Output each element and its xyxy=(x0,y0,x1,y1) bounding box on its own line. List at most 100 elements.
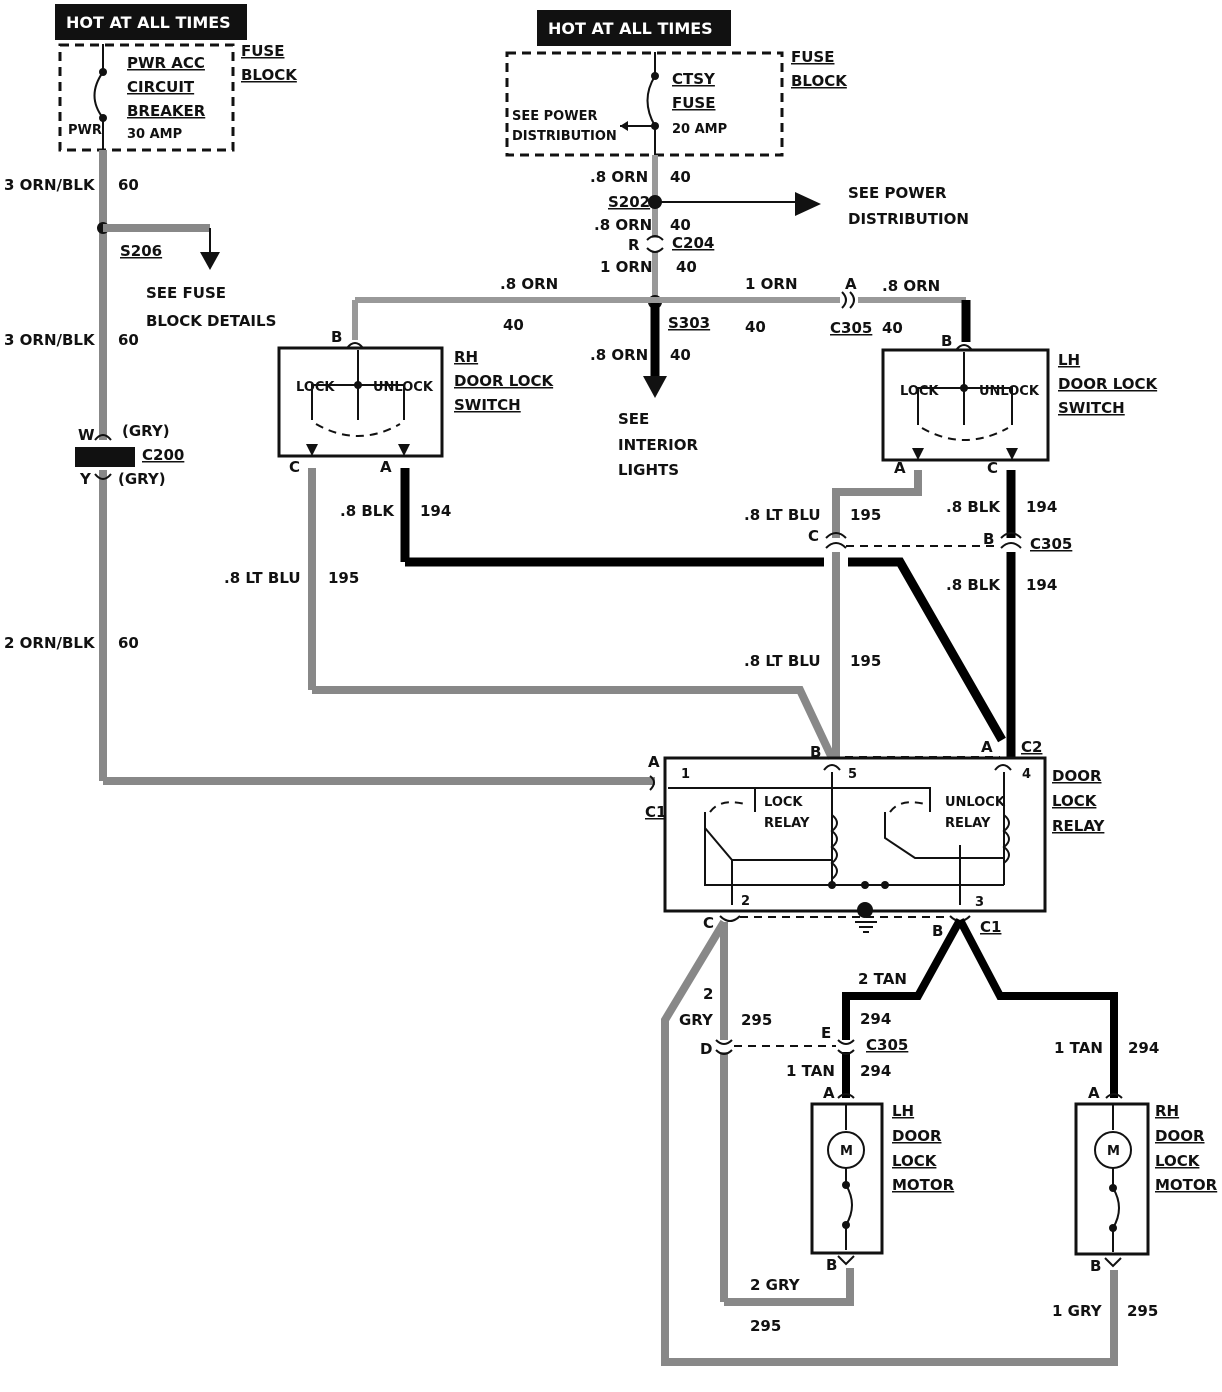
gry-bottom-circuit: 295 xyxy=(750,1317,781,1335)
lh-blu-size: .8 LT BLU xyxy=(744,506,821,524)
relay-c-bottom: C xyxy=(703,914,714,932)
lh-motor-name-1: LH xyxy=(892,1102,914,1120)
rh-blu-size: .8 LT BLU xyxy=(224,569,301,587)
rh-switch-lock: LOCK xyxy=(296,380,335,395)
fuse-block-left: PWR PWR ACC CIRCUIT BREAKER 30 AMP FUSE … xyxy=(58,42,298,152)
gry-label: GRY xyxy=(679,1011,714,1029)
lh-motor-name-2: DOOR xyxy=(892,1127,942,1145)
header-left: HOT AT ALL TIMES xyxy=(55,4,247,40)
c305-mid-label: C305 xyxy=(1030,535,1072,553)
fuse-block-left-label1: FUSE xyxy=(241,42,284,60)
center-feed-wire: .8 ORN 40 S202 SEE POWER DISTRIBUTION .8… xyxy=(590,155,969,479)
ctsy-fuse-line2: FUSE xyxy=(672,94,715,112)
center-wire-4-size: .8 ORN xyxy=(590,346,648,364)
lh-door-lock-motor: M A B LH DOOR LOCK MOTOR xyxy=(810,1084,955,1274)
rh-motor-a: A xyxy=(1088,1084,1100,1102)
center-wire-1-circuit: 40 xyxy=(670,168,691,186)
rh-motor-name-2: DOOR xyxy=(1155,1127,1205,1145)
rh-door-lock-switch: B LOCK UNLOCK C A RH DOOR LOCK SWITCH xyxy=(277,328,555,476)
lh-switch-lock: LOCK xyxy=(900,384,939,399)
bus-left-circuit: 40 xyxy=(503,316,524,334)
unlock-relay-2: RELAY xyxy=(945,816,991,831)
see-lights-1: SEE xyxy=(618,410,649,428)
relay-a2: A xyxy=(981,738,993,756)
bus-mid-circuit: 40 xyxy=(745,318,766,336)
relay-name-1: DOOR xyxy=(1052,767,1102,785)
see-power-inner-2: DISTRIBUTION xyxy=(512,129,617,144)
left-feed-wire: 3 ORN/BLK 60 S206 SEE FUSE BLOCK DETAILS… xyxy=(4,150,655,785)
rh-switch-name-3: SWITCH xyxy=(454,396,521,414)
lh-switch-name-3: SWITCH xyxy=(1058,399,1125,417)
lh-switch-b: B xyxy=(941,332,952,350)
c305-lower-label: C305 xyxy=(866,1036,908,1054)
lh-motor-m: M xyxy=(840,1144,853,1159)
rh-motor-m: M xyxy=(1107,1144,1120,1159)
gry-bottom-size: 2 GRY xyxy=(750,1276,801,1294)
rh-motor-b: B xyxy=(1090,1257,1101,1275)
c305-lower-d: D xyxy=(700,1040,712,1058)
breaker-rating: 30 AMP xyxy=(127,127,182,142)
center-wire-4-circuit: 40 xyxy=(670,346,691,364)
bus-mid-size: 1 ORN xyxy=(745,275,798,293)
rh-blk-size: .8 BLK xyxy=(340,502,395,520)
see-fuse-1: SEE FUSE xyxy=(146,284,226,302)
rh-gry-size: 1 GRY xyxy=(1052,1302,1103,1320)
c200-w: W xyxy=(78,426,95,444)
blu3-circuit: 195 xyxy=(850,652,881,670)
see-power-2: DISTRIBUTION xyxy=(848,210,969,228)
center-wire-3-circuit: 40 xyxy=(676,258,697,276)
relay-c1-bottom: C1 xyxy=(980,918,1001,936)
lh-switch-name-2: DOOR LOCK xyxy=(1058,375,1159,393)
tan2-label: 2 TAN xyxy=(858,970,907,988)
see-fuse-2: BLOCK DETAILS xyxy=(146,312,276,330)
see-lights-2: INTERIOR xyxy=(618,436,698,454)
bus-right-circuit: 40 xyxy=(882,319,903,337)
see-lights-3: LIGHTS xyxy=(618,461,679,479)
lh-door-lock-switch: B LOCK UNLOCK A C LH DOOR LOCK SWITCH xyxy=(881,332,1159,477)
rh-switch-name-2: DOOR LOCK xyxy=(454,372,555,390)
c200-gry-1: (GRY) xyxy=(122,422,170,440)
splice-s206: S206 xyxy=(120,242,162,260)
c305-lower-e: E xyxy=(821,1024,831,1042)
lock-relay-1: LOCK xyxy=(764,795,803,810)
top-bus-wire: .8 ORN 40 1 ORN 40 A C305 .8 ORN 40 xyxy=(352,275,971,342)
lh-motor-name-4: MOTOR xyxy=(892,1176,955,1194)
lower-wires: 2 TAN 2 GRY 295 E 294 C305 D 1 TAN 294 1… xyxy=(661,918,1159,1366)
gry2-size: 2 xyxy=(703,985,713,1003)
center-wire-1-size: .8 ORN xyxy=(590,168,648,186)
lh-motor-a: A xyxy=(823,1084,835,1102)
left-wire-3-size: 2 ORN/BLK xyxy=(4,634,96,652)
c200-gry-2: (GRY) xyxy=(118,470,166,488)
rh-switch-unlock: UNLOCK xyxy=(373,380,434,395)
breaker-line1: PWR ACC xyxy=(127,54,205,72)
breaker-line2: CIRCUIT xyxy=(127,78,195,96)
ctsy-fuse-rating: 20 AMP xyxy=(672,122,727,137)
lh-blk2-circuit: 194 xyxy=(1026,576,1057,594)
rh-switch-a: A xyxy=(380,458,392,476)
door-lock-relay: A C1 B A C2 1 5 4 2 3 LOCK RELAY UNLOCK … xyxy=(645,738,1106,940)
c200-label: C200 xyxy=(142,446,184,464)
relay-pin-5: 5 xyxy=(848,767,857,782)
lh-tan-size: 1 TAN xyxy=(786,1062,835,1080)
rh-switch-c: C xyxy=(289,458,300,476)
header-center-text: HOT AT ALL TIMES xyxy=(548,19,713,38)
fuse-block-center-label1: FUSE xyxy=(791,48,834,66)
center-wire-3-size: 1 ORN xyxy=(600,258,653,276)
bus-right-size: .8 ORN xyxy=(882,277,940,295)
center-wire-2-circuit: 40 xyxy=(670,216,691,234)
lh-motor-b: B xyxy=(826,1256,837,1274)
relay-c1: C1 xyxy=(645,803,666,821)
rh-gry-circuit: 295 xyxy=(1127,1302,1158,1320)
lock-relay-2: RELAY xyxy=(764,816,810,831)
left-wire-2-circuit: 60 xyxy=(118,331,139,349)
center-wire-2-size: .8 ORN xyxy=(594,216,652,234)
c204-r: R xyxy=(628,236,640,254)
c204-label: C204 xyxy=(672,234,714,252)
rh-switch-b: B xyxy=(331,328,342,346)
see-power-1: SEE POWER xyxy=(848,184,947,202)
lh-blk-circuit: 194 xyxy=(1026,498,1057,516)
lh-blk-size: .8 BLK xyxy=(946,498,1001,516)
lh-switch-name-1: LH xyxy=(1058,351,1080,369)
splice-s303: S303 xyxy=(668,314,710,332)
